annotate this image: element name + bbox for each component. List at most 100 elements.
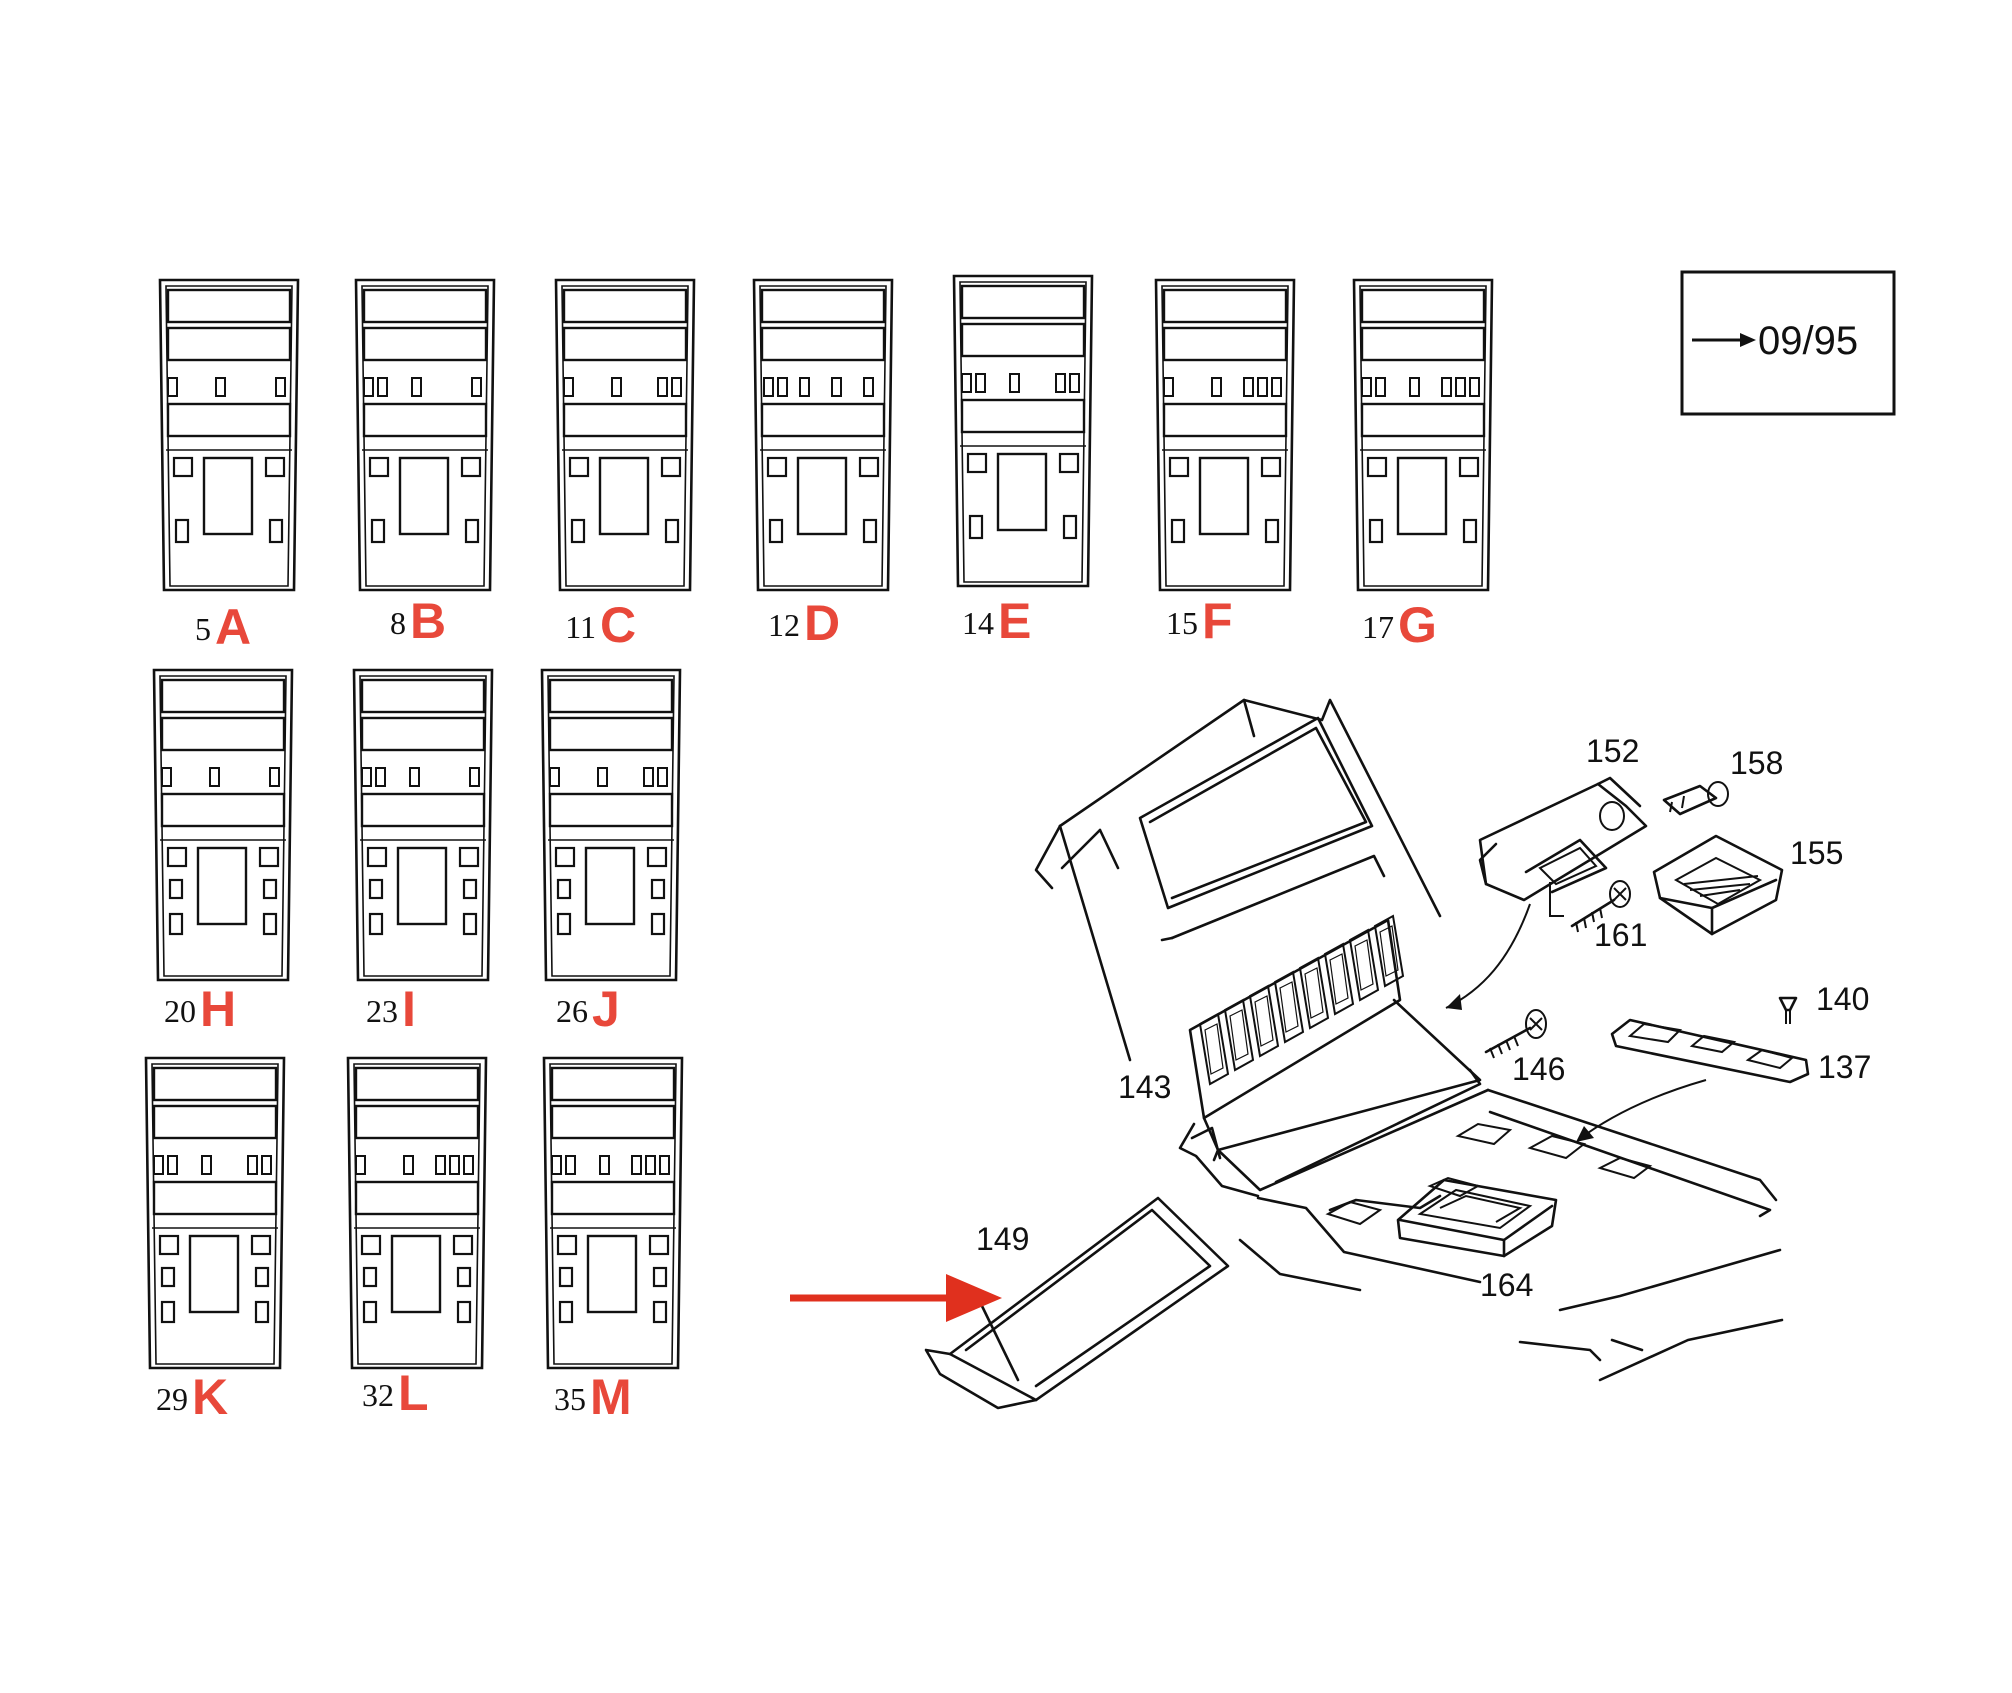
panel-right-button bbox=[254, 1300, 270, 1324]
panel-right-button bbox=[254, 1266, 270, 1288]
panel-switch bbox=[565, 1155, 576, 1175]
panel-left-button bbox=[554, 846, 576, 868]
variant-number: 15 bbox=[1166, 605, 1198, 641]
panel-left-button bbox=[368, 912, 384, 936]
tray-slot-inner bbox=[1229, 1009, 1249, 1061]
panel-outline bbox=[540, 668, 682, 982]
tray-switch-slots bbox=[1198, 914, 1405, 1086]
panel-right-button bbox=[262, 878, 278, 900]
panel-slot bbox=[550, 1066, 676, 1102]
panel-slot bbox=[960, 322, 1086, 358]
variant-letter: E bbox=[998, 593, 1031, 649]
panel-switch bbox=[1409, 377, 1420, 397]
panel-right-button bbox=[1062, 514, 1078, 540]
variant-number: 29 bbox=[156, 1381, 188, 1417]
panel-switch bbox=[611, 377, 622, 397]
panel-right-button bbox=[268, 518, 284, 544]
panel-left-button bbox=[174, 518, 190, 544]
variant-number: 26 bbox=[556, 993, 588, 1029]
panel-slot bbox=[152, 1066, 278, 1102]
panel-right-button bbox=[262, 912, 278, 936]
console-panel-drawing bbox=[1034, 698, 1442, 1062]
panel-right-button bbox=[1458, 456, 1480, 478]
panel-slot bbox=[550, 1104, 676, 1140]
variant-letter: H bbox=[200, 981, 236, 1037]
panel-left-button bbox=[160, 1266, 176, 1288]
panel-slot bbox=[1360, 402, 1486, 438]
callout-140: 140 bbox=[1816, 981, 1869, 1017]
panel-switch bbox=[777, 377, 788, 397]
panel-slot bbox=[360, 716, 486, 752]
panel-left-button bbox=[558, 1300, 574, 1324]
panel-right-button bbox=[258, 846, 280, 868]
panel-right-button bbox=[1058, 452, 1080, 474]
tray-slot-inner bbox=[1279, 981, 1299, 1033]
panel-switch bbox=[201, 1155, 212, 1175]
panel-inner-outline bbox=[547, 675, 675, 977]
panel-switch bbox=[657, 377, 668, 397]
panel-left-button bbox=[768, 518, 784, 544]
panel-switch bbox=[375, 767, 386, 787]
panel-switch bbox=[409, 767, 420, 787]
variant-letter: D bbox=[804, 595, 840, 651]
panel-slot bbox=[152, 1104, 278, 1140]
panel-outline bbox=[1154, 278, 1296, 592]
panel-center-window bbox=[1198, 456, 1250, 536]
panel-slot bbox=[166, 288, 292, 324]
tray-slot-inner bbox=[1254, 995, 1274, 1047]
callout-137: 137 bbox=[1818, 1049, 1871, 1085]
panel-switch bbox=[215, 377, 226, 397]
red-arrow-icon bbox=[790, 1274, 1002, 1322]
tray-slot bbox=[1348, 928, 1380, 1002]
callout-161: 161 bbox=[1594, 917, 1647, 953]
panel-center-window bbox=[1396, 456, 1448, 536]
panel-slot bbox=[550, 1180, 676, 1216]
panel-slot bbox=[160, 792, 286, 828]
panel-left-button bbox=[556, 912, 572, 936]
date-box-frame bbox=[1680, 270, 1896, 416]
panel-center-window bbox=[390, 1234, 442, 1314]
panel-inner-outline bbox=[359, 675, 487, 977]
panel-slot bbox=[760, 402, 886, 438]
variant-number: 23 bbox=[366, 993, 398, 1029]
panel-slot bbox=[354, 1180, 480, 1216]
panel-outline bbox=[158, 278, 300, 592]
panel-left-button bbox=[556, 1234, 578, 1256]
panel-left-button bbox=[360, 1234, 382, 1256]
tray-slot-inner bbox=[1204, 1023, 1224, 1075]
panel-slot bbox=[548, 678, 674, 714]
tray-slot bbox=[1248, 984, 1280, 1058]
panel-slot bbox=[160, 716, 286, 752]
panel-center-window bbox=[586, 1234, 638, 1314]
panel-switch bbox=[449, 1155, 460, 1175]
panel-slot bbox=[562, 326, 688, 362]
panel-slot bbox=[1162, 288, 1288, 324]
panel-switch bbox=[1441, 377, 1452, 397]
panel-right-button bbox=[452, 1234, 474, 1256]
panel-slot bbox=[562, 402, 688, 438]
tray-slot-inner bbox=[1354, 939, 1374, 991]
panel-switch bbox=[657, 767, 668, 787]
panel-right-button bbox=[646, 846, 668, 868]
panel-switch bbox=[153, 1155, 164, 1175]
panel-slot bbox=[166, 402, 292, 438]
callout-158: 158 bbox=[1730, 745, 1783, 781]
panel-inner-outline bbox=[361, 285, 489, 587]
panel-center-window bbox=[598, 456, 650, 536]
panel-switch bbox=[1243, 377, 1254, 397]
panel-left-button bbox=[172, 456, 194, 478]
console-assembly bbox=[924, 698, 1810, 1410]
panel-slot bbox=[362, 402, 488, 438]
panel-left-button bbox=[1170, 518, 1186, 544]
panel-left-button bbox=[558, 1266, 574, 1288]
